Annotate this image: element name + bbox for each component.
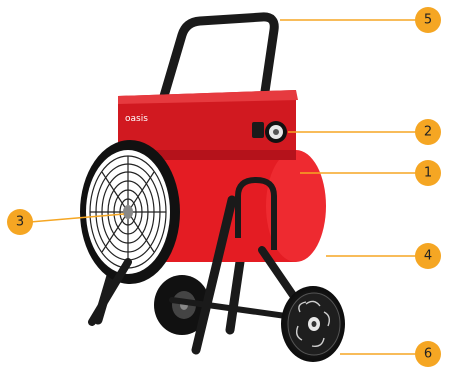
callout-number: 6 xyxy=(424,347,432,362)
callout-number: 5 xyxy=(424,13,432,28)
callout-number: 4 xyxy=(424,249,432,264)
callout-1: 1 xyxy=(415,160,441,186)
callout-3: 3 xyxy=(7,209,33,235)
power-switch xyxy=(252,122,264,138)
front-wheel xyxy=(281,286,345,362)
callout-number: 2 xyxy=(424,125,432,140)
callout-6: 6 xyxy=(415,341,441,367)
callout-2: 2 xyxy=(415,119,441,145)
control-knob xyxy=(265,121,287,143)
brand-label: oasis xyxy=(125,114,148,124)
callout-5: 5 xyxy=(415,7,441,33)
callout-number: 3 xyxy=(16,215,24,230)
callout-4: 4 xyxy=(415,243,441,269)
callout-number: 1 xyxy=(424,166,432,181)
